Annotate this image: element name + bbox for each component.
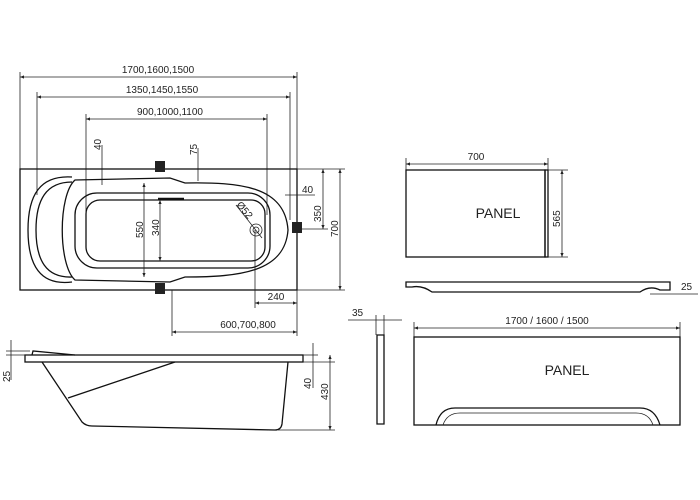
mounting-bracket-icon: [155, 161, 165, 172]
rim-top-label: 75: [189, 143, 200, 155]
width-label: 700: [330, 220, 341, 237]
dimension-inner-length: 1350,1450,1550: [36, 85, 291, 220]
drain-icon: [235, 204, 263, 239]
front-panel-length-label: 1700 / 1600 / 1500: [505, 316, 589, 327]
mounting-bracket-icon: [292, 222, 302, 233]
basin-length-label: 900,1000,1100: [137, 107, 203, 118]
front-panel-front: [413, 336, 681, 426]
inner-basin-width-label: 340: [151, 219, 162, 236]
end-panel-width-label: 700: [468, 152, 485, 163]
drain-diameter-label: Ø52: [234, 200, 255, 222]
headrest-height-label: 25: [2, 370, 13, 382]
side-view: 25 40 430: [2, 340, 335, 431]
dimension-basin-length: 900,1000,1100: [85, 107, 268, 215]
overall-length-label: 1700,1600,1500: [122, 65, 195, 76]
rim-thickness-label: 40: [303, 377, 314, 389]
front-panel-cutout: [435, 407, 661, 426]
end-panel: 700 PANEL 565 25: [405, 152, 698, 295]
front-panel-thickness-label: 35: [352, 308, 364, 319]
depth-label: 430: [320, 383, 331, 400]
rim-left-label: 40: [93, 138, 104, 150]
tub-rim-profile: [24, 354, 304, 363]
outer-basin-width-label: 550: [135, 221, 146, 238]
front-panel: 35 1700 / 1600 / 1500 PANEL: [348, 308, 681, 426]
dimension-overall-length: 1700,1600,1500: [19, 65, 298, 169]
rim-contour: [61, 177, 289, 283]
top-view: 1700,1600,1500 1350,1450,1550 900,1000,1…: [19, 65, 345, 336]
headrest-outer: [27, 176, 73, 284]
end-panel-label: PANEL: [476, 205, 521, 221]
end-panel-profile: [405, 281, 671, 293]
drain-position-label: 600,700,800: [220, 320, 276, 331]
inner-length-label: 1350,1450,1550: [126, 85, 199, 96]
rim-right-label: 40: [302, 185, 314, 196]
end-panel-profile-depth-label: 25: [681, 282, 693, 293]
basin-outer: [74, 192, 271, 269]
front-panel-side-profile: [376, 334, 385, 425]
front-panel-label: PANEL: [545, 362, 590, 378]
mounting-bracket-icon: [155, 283, 165, 294]
drain-offset-label: 240: [268, 292, 285, 303]
end-panel-height-label: 565: [552, 210, 563, 227]
tub-body-profile: [41, 361, 289, 431]
overflow-height-label: 350: [313, 205, 324, 222]
